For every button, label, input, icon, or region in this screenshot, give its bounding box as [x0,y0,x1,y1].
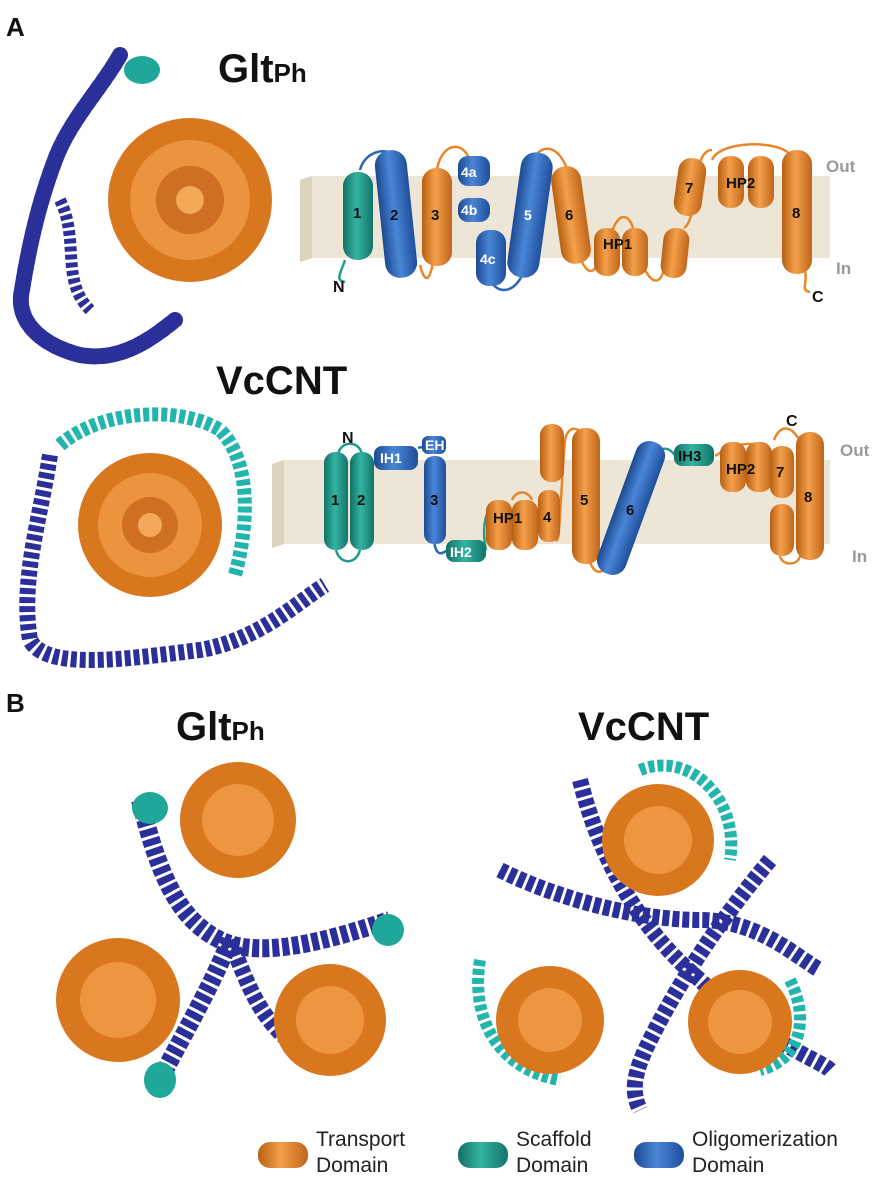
gltph-helix-label: 2 [390,207,398,224]
gltph-helix-label: 1 [353,205,361,222]
gltph-helix-label: HP1 [603,236,632,253]
gltph-helix-label: 4a [461,164,477,180]
legend-item-transport: Transport Domain [258,1128,405,1177]
legend-label: Domain [692,1154,764,1177]
gltph-helix-label: 8 [792,205,800,222]
vccnt-title-b: VcCNT [578,705,709,749]
legend-swatch-scaffold [458,1142,508,1168]
vccnt-helix-label: 2 [357,492,365,509]
membrane-in-label: In [852,547,867,566]
legend-item-oligomerization: Oligomerization Domain [634,1128,838,1177]
legend-swatch-oligomerization [634,1142,684,1168]
vccnt-helix-label: 5 [580,492,588,509]
vccnt-monomer-structure [19,407,330,668]
legend: Transport Domain Scaffold Domain Oligome… [258,1128,838,1177]
vccnt-helix-label: 7 [776,464,784,481]
legend-label: Oligomerization [692,1128,838,1151]
gltph-helix-label: 4c [480,251,496,267]
legend-label: Transport [316,1128,405,1151]
legend-item-scaffold: Scaffold Domain [458,1128,592,1177]
gltph-helix-label: 7 [685,180,693,197]
panel-label-b: B [6,688,25,718]
vccnt-helix-label: EH [425,437,444,453]
membrane-in-label: In [836,259,851,278]
vccnt-helix-label: 8 [804,489,812,506]
vccnt-helix-label: IH1 [380,450,402,466]
gltph-title-a: GltPh [218,47,307,91]
gltph-monomer-structure [12,47,272,365]
gltph-n-terminus: N [333,279,345,296]
gltph-topology-diagram: Out In N C 1 2 3 4a [300,143,856,306]
gltph-helix-label: 5 [524,207,532,223]
gltph-title-b: GltPh [176,705,265,749]
gltph-trimer-structure [56,762,404,1098]
panel-label-a: A [6,12,25,42]
legend-swatch-transport [258,1142,308,1168]
gltph-helix-label: 6 [565,207,573,224]
vccnt-helix-label: 4 [543,509,552,526]
vccnt-helix-label: HP2 [726,461,755,478]
vccnt-helix-label: 6 [626,502,634,519]
legend-label: Domain [316,1154,388,1177]
gltph-helix-label: 3 [431,207,439,224]
vccnt-title-a: VcCNT [216,359,347,403]
gltph-c-terminus: C [812,289,824,306]
vccnt-helix-label: 1 [331,492,339,509]
membrane-out-label: Out [840,441,870,460]
gltph-helix-label: 4b [461,202,477,218]
membrane-out-label: Out [826,157,856,176]
vccnt-helix-label: HP1 [493,510,522,527]
vccnt-c-terminus: C [786,413,798,430]
vccnt-topology-diagram: Out In N C 1 [272,413,870,575]
legend-label: Scaffold [516,1128,592,1151]
vccnt-trimer-structure [472,759,836,1114]
vccnt-helix-label: IH3 [678,448,701,465]
gltph-helix-label: HP2 [726,175,755,192]
vccnt-helix-label: IH2 [450,544,472,560]
vccnt-helix-label: 3 [430,492,438,509]
legend-label: Domain [516,1154,588,1177]
vccnt-n-terminus: N [342,430,354,447]
